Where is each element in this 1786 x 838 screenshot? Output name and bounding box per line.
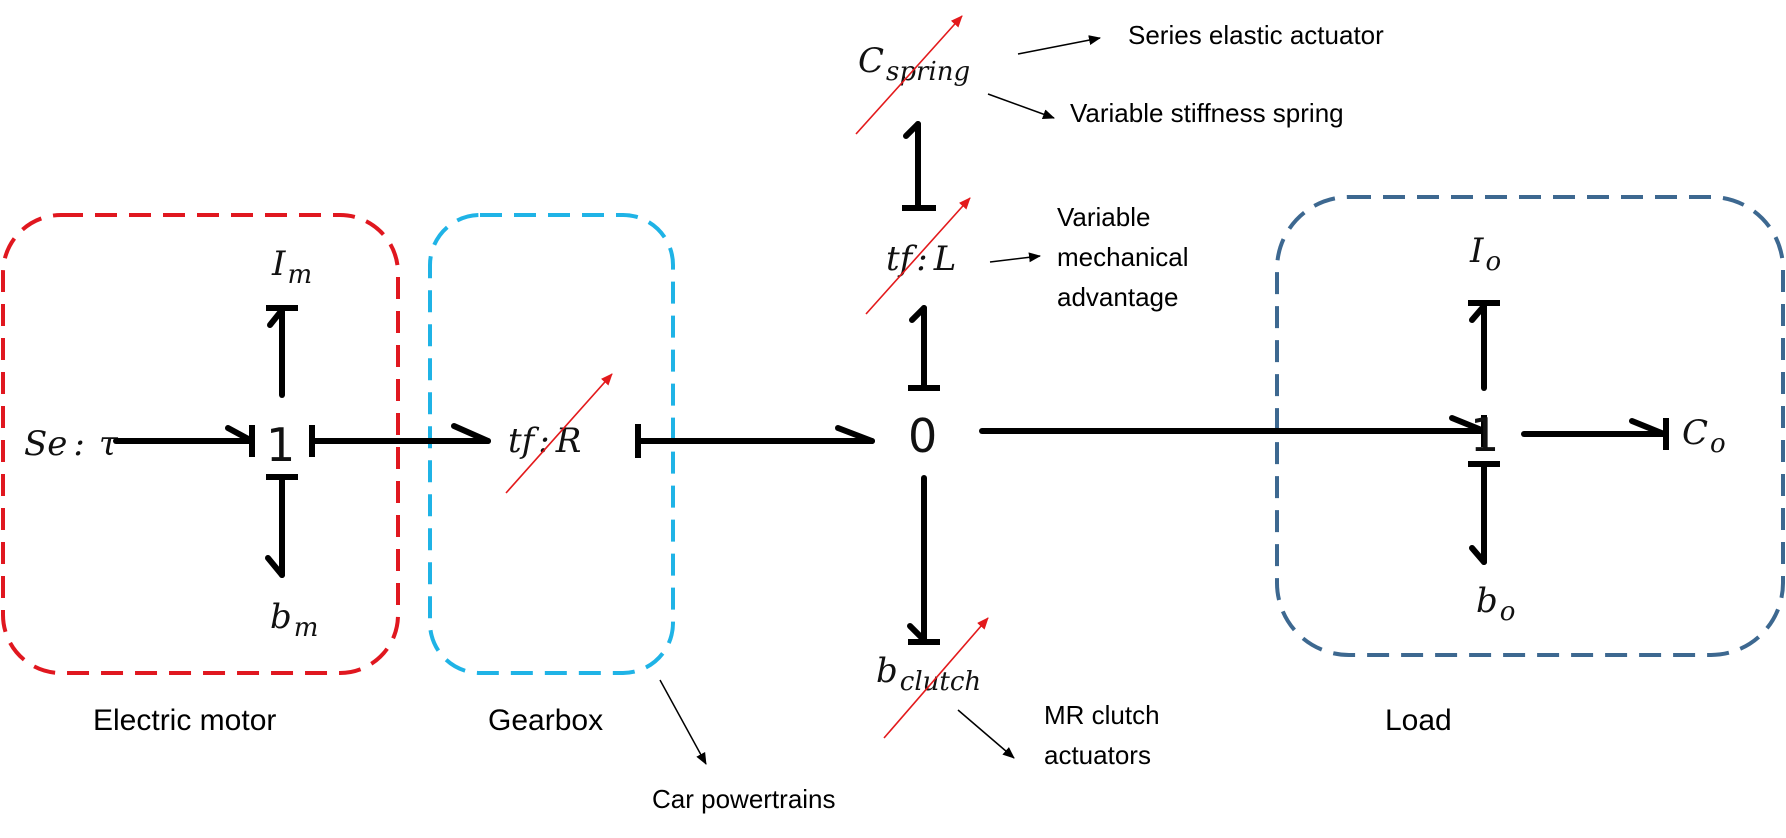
- effort-source-label: Se:τ: [24, 424, 119, 464]
- pointer-variable-stiffness: [987, 93, 1055, 119]
- bond-junction0-to-clutch: [907, 475, 940, 645]
- variable-stiffness-note: Variable stiffness spring: [1070, 98, 1344, 128]
- load-label: Load: [1385, 704, 1452, 737]
- electric-motor-box: [1, 213, 400, 675]
- variable-marker-lever: [865, 197, 971, 315]
- mr-clutch-note: MR clutch actuators: [1044, 700, 1167, 770]
- one-junction-load: 1: [1470, 408, 1499, 462]
- variable-marker-spring: [855, 15, 963, 135]
- pointer-mr-clutch: [957, 709, 1015, 759]
- pointer-car-powertrains: [659, 679, 707, 765]
- bond-junction2-to-compliance: [1521, 418, 1669, 450]
- bond-junction2-to-damper: [1468, 461, 1500, 565]
- bond-junction1-to-gearbox: [309, 423, 491, 457]
- bond-gearbox-to-junction0: [635, 424, 875, 458]
- clutch-damper-label: bclutch: [876, 651, 981, 697]
- electric-motor-label: Electric motor: [93, 704, 276, 737]
- variable-marker-gearbox: [505, 373, 613, 494]
- gearbox-label: Gearbox: [488, 704, 603, 737]
- transformer-lever-label: tf:L: [886, 239, 956, 279]
- variable-mechanical-note: Variable mechanical advantage: [1057, 202, 1196, 312]
- series-elastic-note: Series elastic actuator: [1128, 20, 1384, 50]
- compliance-load-label: Co: [1682, 413, 1726, 459]
- transformer-gearbox-label: tf:R: [508, 421, 581, 461]
- pointer-series-elastic: [1017, 35, 1101, 55]
- pointer-variable-mechanical: [989, 252, 1041, 263]
- zero-junction: 0: [908, 409, 937, 463]
- inertia-motor-label: Im: [271, 244, 312, 290]
- bond-junction1-to-damper: [265, 474, 298, 578]
- bond-junction2-to-inertia: [1468, 300, 1500, 391]
- one-junction-motor: 1: [266, 418, 295, 472]
- load-box: [1275, 195, 1785, 657]
- variable-marker-clutch: [883, 617, 989, 739]
- bond-junction0-to-lever: [908, 305, 940, 391]
- bond-junction1-to-inertia: [266, 305, 298, 398]
- car-powertrains-note: Car powertrains: [652, 784, 836, 814]
- damper-motor-label: bm: [270, 597, 318, 643]
- inertia-load-label: Io: [1469, 231, 1501, 277]
- bond-source-to-junction1: [113, 425, 255, 457]
- bond-junction0-to-load: [979, 415, 1487, 447]
- bond-lever-to-spring: [902, 121, 936, 211]
- spring-compliance-label: Cspring: [858, 41, 970, 87]
- damper-load-label: bo: [1476, 581, 1515, 627]
